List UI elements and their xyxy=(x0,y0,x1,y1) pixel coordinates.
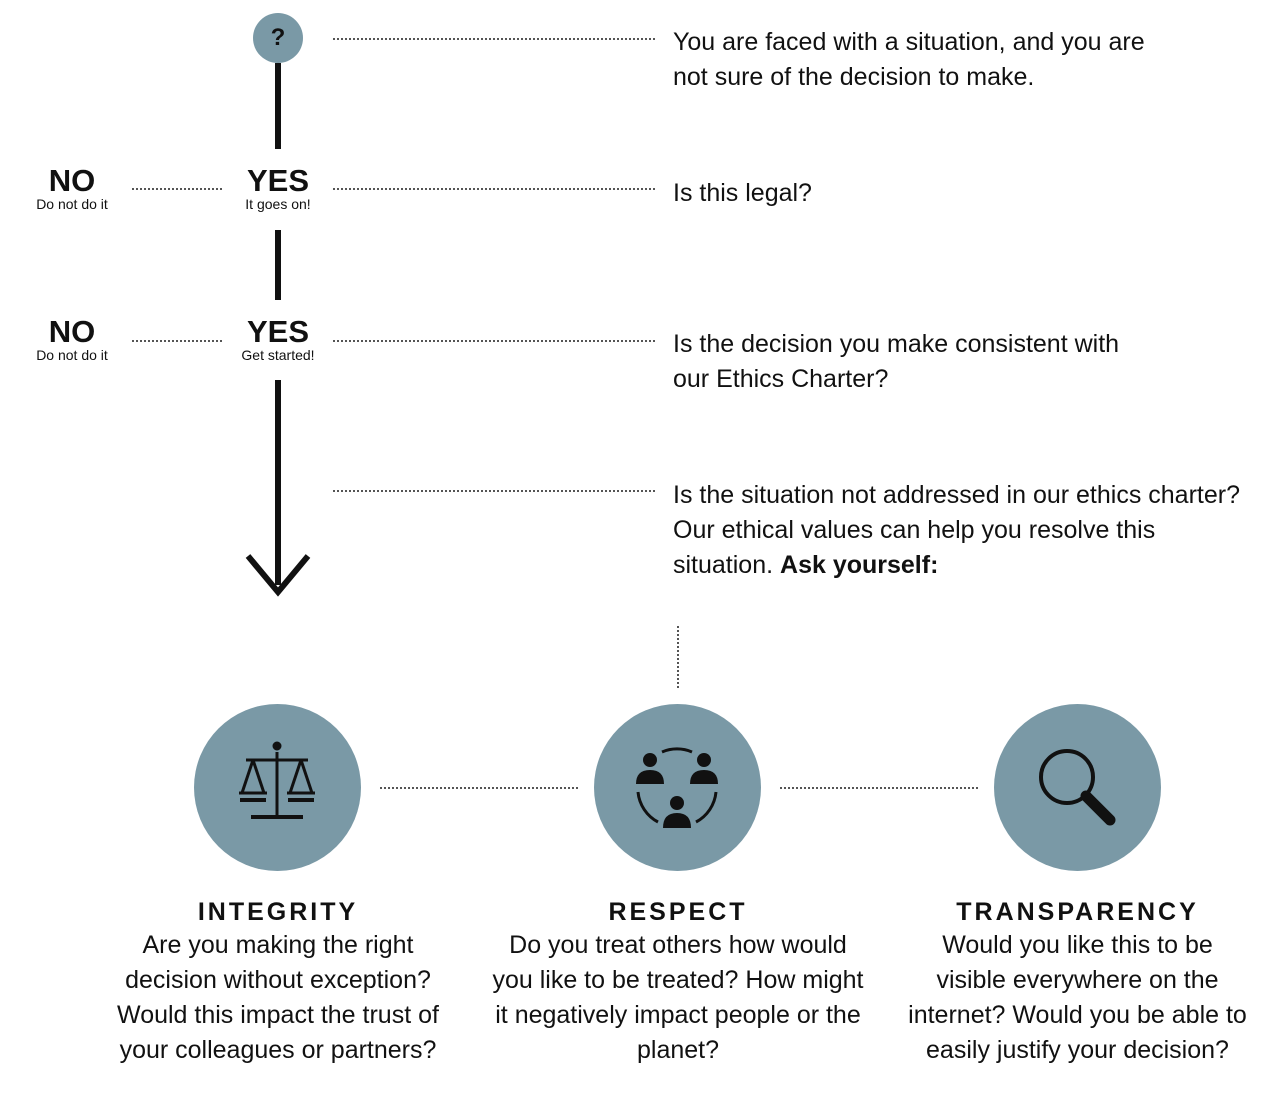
respect-text: Do you treat others how would you like t… xyxy=(492,931,864,1064)
flow-line-3 xyxy=(275,380,281,585)
legal-question: Is this legal? xyxy=(673,179,812,207)
connector-fallback xyxy=(333,490,655,492)
people-circle-icon xyxy=(636,747,718,828)
respect-block: RESPECT Do you treat others how would yo… xyxy=(478,896,878,1068)
no-title: NO xyxy=(48,163,96,198)
respect-circle xyxy=(594,704,761,871)
connector-step-1 xyxy=(333,188,655,190)
connector-respect-transparency xyxy=(780,787,978,789)
respect-title: RESPECT xyxy=(608,898,748,926)
flow-arrow-icon xyxy=(245,554,311,597)
yes-subtitle: Get started! xyxy=(241,347,315,363)
yes-subtitle: It goes on! xyxy=(245,196,311,212)
transparency-text: Would you like this to be visible everyw… xyxy=(908,931,1247,1064)
no-title: NO xyxy=(48,314,96,349)
connector-no-2 xyxy=(132,340,222,342)
connector-step-2 xyxy=(333,340,655,342)
flow-line-2 xyxy=(275,230,281,300)
start-statement: You are faced with a situation, and you … xyxy=(673,28,1145,91)
connector-integrity-respect xyxy=(380,787,578,789)
integrity-block: INTEGRITY Are you making the right decis… xyxy=(88,896,468,1068)
fallback-text: Is the situation not addressed in our et… xyxy=(673,481,1240,579)
transparency-circle xyxy=(994,704,1161,871)
integrity-text: Are you making the right decision withou… xyxy=(117,931,439,1064)
no-label-2: NO Do not do it xyxy=(20,314,124,363)
no-subtitle: Do not do it xyxy=(36,347,108,363)
question-circle: ? xyxy=(253,13,303,63)
fallback-emphasis: Ask yourself: xyxy=(780,551,939,579)
integrity-title: INTEGRITY xyxy=(197,898,359,926)
no-subtitle: Do not do it xyxy=(36,196,108,212)
scales-icon xyxy=(239,741,315,819)
fallback-statement: Is the situation not addressed in our et… xyxy=(673,478,1253,583)
flow-line-1 xyxy=(275,63,281,149)
yes-title: YES xyxy=(246,163,310,198)
magnifier-icon xyxy=(1039,749,1116,826)
yes-label-1: YES It goes on! xyxy=(218,163,338,212)
transparency-title: TRANSPARENCY xyxy=(956,898,1199,926)
charter-question: Is the decision you make consistent with… xyxy=(673,330,1120,393)
integrity-circle xyxy=(194,704,361,871)
yes-title: YES xyxy=(246,314,310,349)
connector-no-1 xyxy=(132,188,222,190)
connector-start xyxy=(333,38,655,40)
connector-to-values xyxy=(677,626,679,688)
yes-label-2: YES Get started! xyxy=(218,314,338,363)
no-label-1: NO Do not do it xyxy=(20,163,124,212)
transparency-block: TRANSPARENCY Would you like this to be v… xyxy=(905,896,1250,1068)
